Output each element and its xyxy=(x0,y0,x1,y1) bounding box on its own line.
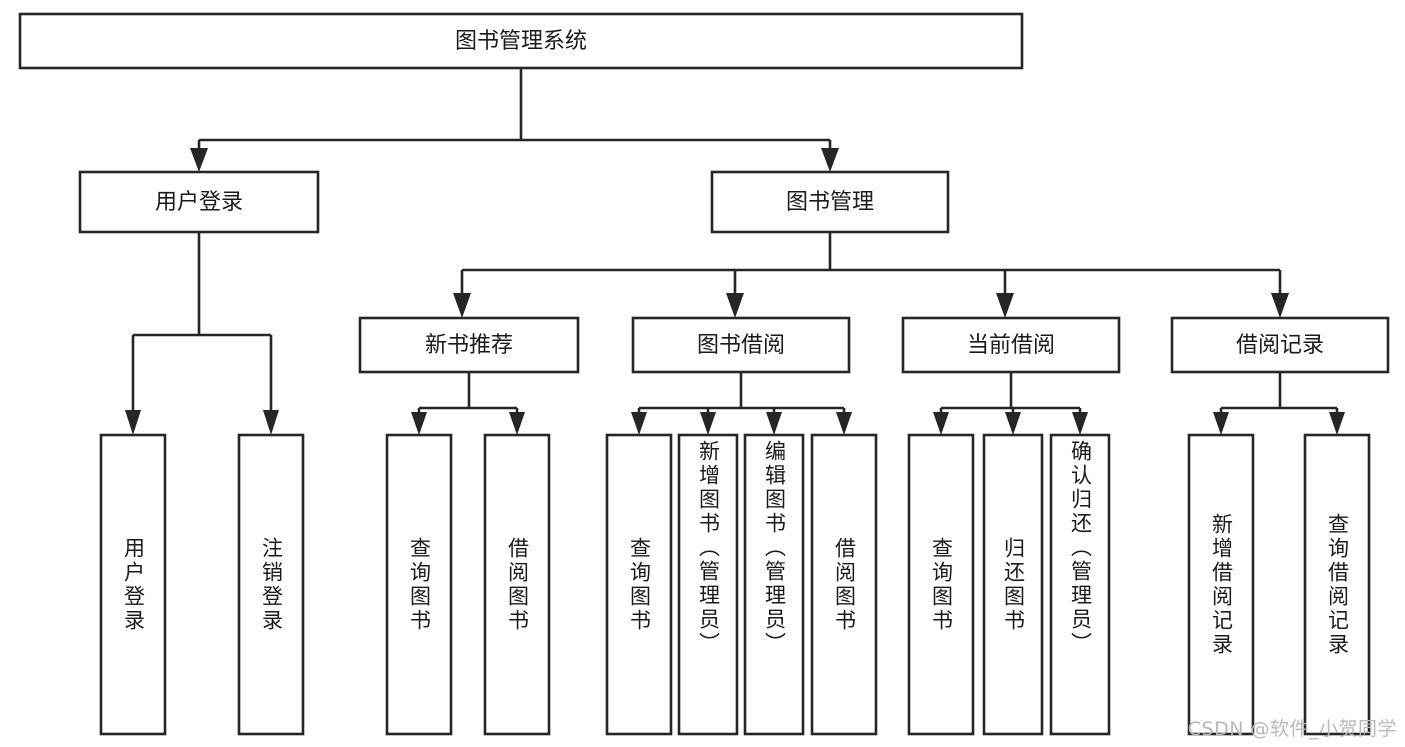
node-leaf-logout-box[interactable] xyxy=(237,433,305,736)
node-book-borrow-label: 图书借阅 xyxy=(697,333,785,358)
node-leaf-query-book-1-box[interactable] xyxy=(385,433,453,736)
arrow-to-leaf-add-book xyxy=(700,412,716,435)
arrow-to-current-borrow xyxy=(996,293,1014,318)
arrow-to-borrow-record xyxy=(1271,293,1289,318)
node-book-borrow[interactable]: 图书借阅 xyxy=(631,316,851,374)
node-leaf-confirm-return-box[interactable] xyxy=(1049,433,1111,736)
node-borrow-record[interactable]: 借阅记录 xyxy=(1170,316,1390,374)
node-leaf-edit-book-box[interactable] xyxy=(743,433,805,736)
node-leaf-add-book-box[interactable] xyxy=(677,433,739,736)
node-new-book-rec[interactable]: 新书推荐 xyxy=(358,316,580,374)
node-user-login-box[interactable] xyxy=(78,170,320,234)
arrow-to-leaf-query-book-1 xyxy=(411,412,427,435)
leaf-box-layer[interactable] xyxy=(99,433,1371,736)
node-current-borrow-box[interactable] xyxy=(901,316,1121,374)
node-new-book-rec-box[interactable] xyxy=(358,316,580,374)
arrow-to-leaf-return-book xyxy=(1005,412,1021,435)
arrow-to-leaf-borrow-book-2 xyxy=(836,412,852,435)
node-user-login[interactable]: 用户登录 xyxy=(78,170,320,234)
node-user-login-label: 用户登录 xyxy=(155,190,243,215)
node-leaf-borrow-book-1-box[interactable] xyxy=(483,433,551,736)
arrow-to-book-borrow xyxy=(726,293,744,318)
arrow-to-leaf-add-record xyxy=(1213,412,1229,435)
node-leaf-add-record-box[interactable] xyxy=(1187,433,1255,736)
arrow-to-leaf-query-record xyxy=(1329,412,1345,435)
arrow-to-leaf-query-book-3 xyxy=(933,412,949,435)
arrow-to-new-book-rec xyxy=(453,293,471,318)
node-borrow-record-label: 借阅记录 xyxy=(1236,333,1324,358)
arrow-to-leaf-query-book-2 xyxy=(631,412,647,435)
node-book-manage-box[interactable] xyxy=(710,170,950,234)
node-current-borrow-label: 当前借阅 xyxy=(967,333,1055,358)
arrow-to-user-login xyxy=(190,148,208,172)
node-root-label: 图书管理系统 xyxy=(455,29,587,54)
node-leaf-query-book-2-box[interactable] xyxy=(605,433,673,736)
csdn-watermark: CSDN @软件_小贺同学 xyxy=(1187,718,1397,740)
node-leaf-borrow-book-2-box[interactable] xyxy=(810,433,878,736)
connector-layer xyxy=(125,68,1345,435)
arrow-to-book-manage xyxy=(821,148,839,172)
arrow-to-leaf-edit-book xyxy=(766,412,782,435)
node-book-manage[interactable]: 图书管理 xyxy=(710,170,950,234)
node-leaf-query-record-box[interactable] xyxy=(1303,433,1371,736)
node-new-book-rec-label: 新书推荐 xyxy=(425,333,513,358)
node-root-box[interactable] xyxy=(18,12,1024,70)
node-leaf-query-book-3-box[interactable] xyxy=(907,433,975,736)
arrow-to-leaf-borrow-book-1 xyxy=(509,412,525,435)
node-root[interactable]: 图书管理系统 xyxy=(18,12,1024,70)
node-book-borrow-box[interactable] xyxy=(631,316,851,374)
arrow-to-leaf-logout xyxy=(263,410,279,435)
node-leaf-return-book-box[interactable] xyxy=(982,433,1044,736)
node-current-borrow[interactable]: 当前借阅 xyxy=(901,316,1121,374)
node-book-manage-label: 图书管理 xyxy=(786,190,874,215)
node-leaf-user-login-box[interactable] xyxy=(99,433,167,736)
arrow-to-leaf-user-login xyxy=(125,410,141,435)
node-borrow-record-box[interactable] xyxy=(1170,316,1390,374)
arrow-to-leaf-confirm-return xyxy=(1072,412,1088,435)
